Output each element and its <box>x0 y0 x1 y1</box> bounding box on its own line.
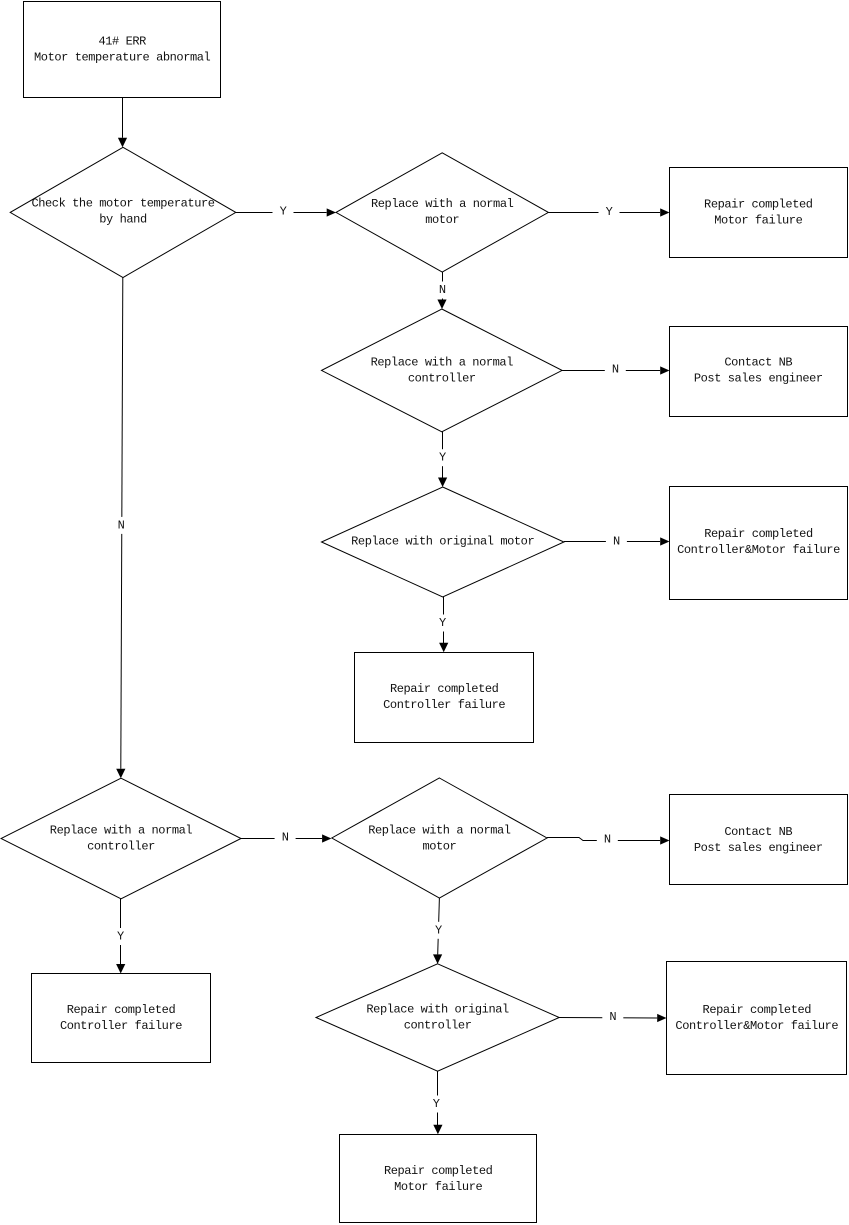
svg-text:Motor failure: Motor failure <box>394 1180 482 1194</box>
svg-text:Y: Y <box>439 616 446 630</box>
svg-text:N: N <box>118 518 125 532</box>
svg-text:Check the motor temperature: Check the motor temperature <box>31 197 214 211</box>
svg-text:41# ERR: 41# ERR <box>98 35 146 49</box>
svg-text:Controller failure: Controller failure <box>60 1019 182 1033</box>
svg-text:N: N <box>439 283 446 297</box>
svg-text:N: N <box>613 534 620 548</box>
svg-text:Y: Y <box>280 205 287 219</box>
svg-text:N: N <box>612 363 619 377</box>
svg-text:Replace with original motor: Replace with original motor <box>351 534 534 548</box>
svg-text:Repair completed: Repair completed <box>67 1003 176 1017</box>
svg-text:Post sales engineer: Post sales engineer <box>694 841 823 855</box>
svg-text:Replace with a normal: Replace with a normal <box>371 197 514 211</box>
svg-text:controller: controller <box>408 372 476 386</box>
svg-text:Repair completed: Repair completed <box>704 527 813 541</box>
svg-text:controller: controller <box>404 1019 472 1033</box>
svg-text:Post sales engineer: Post sales engineer <box>694 371 823 385</box>
svg-text:Y: Y <box>439 451 446 465</box>
svg-text:N: N <box>282 831 289 845</box>
svg-text:Motor temperature abnormal: Motor temperature abnormal <box>34 51 211 65</box>
svg-text:N: N <box>609 1010 616 1024</box>
svg-text:Contact NB: Contact NB <box>724 355 792 369</box>
svg-text:controller: controller <box>87 840 155 854</box>
svg-text:motor: motor <box>422 840 456 854</box>
svg-text:Y: Y <box>435 923 442 937</box>
svg-text:by hand: by hand <box>99 213 147 227</box>
svg-text:Repair completed: Repair completed <box>703 1003 812 1017</box>
svg-text:Y: Y <box>433 1097 440 1111</box>
svg-text:Repair completed: Repair completed <box>704 198 813 212</box>
svg-text:Replace with original: Replace with original <box>366 1003 509 1017</box>
svg-text:N: N <box>604 832 611 846</box>
svg-text:Y: Y <box>117 930 124 944</box>
svg-text:Replace with a normal: Replace with a normal <box>371 356 514 370</box>
svg-text:Controller failure: Controller failure <box>383 698 505 712</box>
svg-text:motor: motor <box>425 213 459 227</box>
svg-text:Contact NB: Contact NB <box>724 825 792 839</box>
svg-text:Y: Y <box>606 205 613 219</box>
svg-text:Controller&Motor failure: Controller&Motor failure <box>677 543 840 557</box>
svg-text:Replace with a normal: Replace with a normal <box>50 824 193 838</box>
svg-text:Repair completed: Repair completed <box>384 1164 493 1178</box>
svg-text:Repair completed: Repair completed <box>390 682 499 696</box>
svg-text:Motor failure: Motor failure <box>714 214 802 228</box>
svg-text:Controller&Motor failure: Controller&Motor failure <box>675 1019 838 1033</box>
svg-text:Replace with a normal: Replace with a normal <box>368 824 511 838</box>
